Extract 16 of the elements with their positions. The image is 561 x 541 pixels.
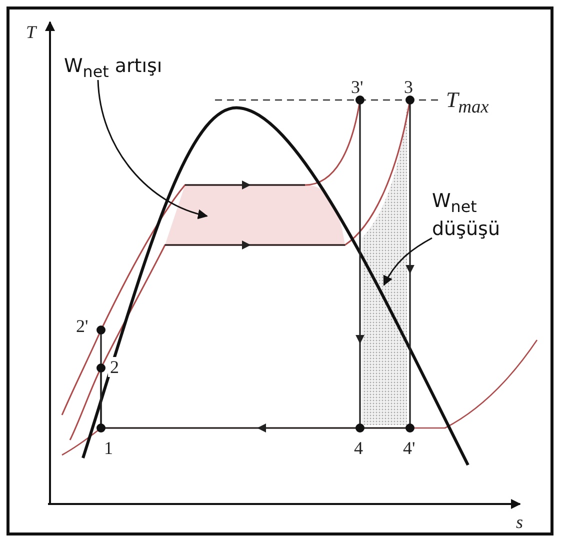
point-label: 3' — [351, 77, 364, 97]
axis-label: T$_{max}$ — [446, 90, 489, 116]
point-label: 3 — [404, 77, 413, 97]
shaded-area — [362, 106, 407, 425]
point-label: 2' — [76, 316, 88, 336]
axis-label: s — [516, 512, 524, 532]
point-label: 2 — [108, 357, 121, 377]
annotation-text: W$_{net}$ artışı — [64, 55, 194, 83]
point-label: 4' — [403, 438, 416, 458]
shaded-area — [165, 185, 345, 245]
annotation-text: W$_{net}$ düşüşü — [432, 190, 512, 241]
leader-arrow — [383, 237, 432, 286]
point-label: 4 — [354, 438, 363, 458]
leader-arrow — [97, 80, 208, 219]
axis-label: T — [26, 22, 36, 42]
point-label: 1 — [104, 438, 113, 458]
